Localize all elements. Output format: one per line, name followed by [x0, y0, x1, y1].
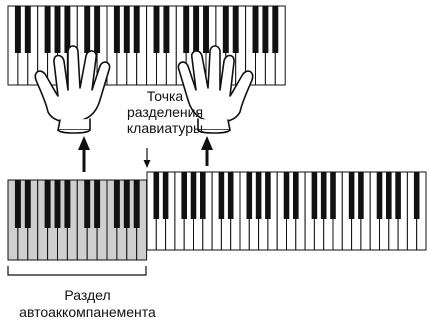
left-hand-icon [34, 45, 111, 134]
split-point-label-line: клавиатуры [126, 120, 204, 136]
black-key [283, 172, 290, 219]
black-key [163, 6, 170, 53]
section-bracket [7, 266, 147, 276]
black-key [395, 172, 401, 219]
split-point-label-line: разделения [126, 104, 204, 120]
black-key [64, 180, 71, 228]
black-key [246, 172, 253, 219]
up-arrow-icon [78, 136, 90, 172]
black-key [94, 6, 101, 53]
black-key [64, 6, 71, 53]
black-key [203, 6, 209, 53]
black-key [200, 172, 206, 219]
black-key [84, 180, 91, 228]
black-key [311, 172, 318, 219]
split-point-label-line: Точка [146, 88, 184, 104]
black-key [113, 6, 120, 53]
black-key [133, 6, 140, 53]
section-label-line: Раздел [64, 287, 111, 303]
black-key [24, 6, 31, 53]
black-key [262, 6, 269, 53]
black-key [265, 172, 271, 219]
black-key [153, 6, 160, 53]
split-point-arrow-icon [143, 148, 151, 168]
black-key [413, 172, 420, 219]
black-key [123, 6, 130, 53]
accompaniment-section-label: Раздел автоаккомпанемента [0, 287, 175, 321]
right-hand-icon [177, 45, 254, 134]
black-key [123, 180, 130, 228]
split-point-label: Точка разделения клавиатуры [110, 88, 220, 136]
black-key [54, 6, 61, 53]
black-key [376, 172, 383, 219]
black-key [54, 180, 61, 228]
black-key [162, 172, 169, 219]
black-key [24, 180, 31, 228]
black-key [386, 172, 392, 219]
section-label-line: автоаккомпанемента [19, 304, 156, 320]
black-key [232, 6, 239, 53]
black-key [320, 172, 327, 219]
black-key [133, 180, 140, 228]
lower-keyboard [7, 171, 427, 261]
black-key [255, 172, 262, 219]
black-key [44, 6, 51, 53]
black-key [272, 6, 279, 53]
black-key [44, 180, 51, 228]
black-key [14, 180, 21, 228]
black-key [84, 6, 91, 53]
black-key [193, 6, 200, 53]
black-key [222, 6, 229, 53]
black-key [227, 172, 234, 219]
black-key [113, 180, 120, 228]
black-key [94, 180, 101, 228]
black-key [330, 172, 336, 219]
black-key [181, 172, 187, 219]
black-key [183, 6, 190, 53]
black-key [153, 172, 160, 219]
up-arrow-icon [201, 136, 213, 166]
black-key [252, 6, 259, 53]
black-key [358, 172, 364, 219]
black-key [190, 172, 197, 219]
black-key [348, 172, 355, 219]
black-key [14, 6, 21, 53]
black-key [218, 172, 225, 219]
black-key [293, 172, 299, 219]
